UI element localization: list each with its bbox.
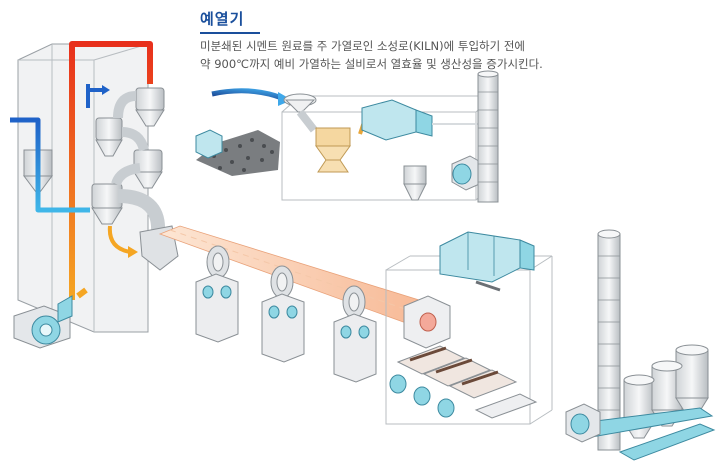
hot-gas-line bbox=[69, 41, 153, 300]
warm-gas-arrow bbox=[107, 225, 131, 254]
cold-gas-line bbox=[10, 117, 90, 213]
silo-fan-icon bbox=[565, 403, 601, 443]
mill-fan-icon bbox=[451, 155, 485, 191]
clinker-cooler bbox=[385, 231, 553, 425]
raw-mill-area bbox=[195, 88, 495, 201]
cooler-fan-unit-icon bbox=[439, 231, 535, 292]
title-underline bbox=[200, 32, 260, 34]
fan-icon bbox=[13, 295, 73, 349]
cooler-fan-icon bbox=[389, 374, 455, 418]
description-line-2: 약 900℃까지 예비 가열하는 설비로서 열효율 및 생산성을 증가시킨다. bbox=[200, 57, 543, 71]
chimney-stack-icon bbox=[477, 70, 499, 203]
page-title: 예열기 bbox=[200, 10, 245, 28]
description-line-1: 미분쇄된 시멘트 원료를 주 가열로인 소성로(KILN)에 투입하기 전에 bbox=[200, 39, 526, 53]
cooler-grate bbox=[396, 345, 518, 399]
preheater-tower bbox=[17, 43, 179, 333]
cyclone-icon bbox=[91, 87, 166, 233]
clinker-silos bbox=[565, 229, 716, 461]
raw-material-pile bbox=[196, 130, 280, 176]
separator-icon bbox=[361, 99, 433, 141]
mill-icon bbox=[315, 127, 351, 173]
small-silo-icon bbox=[403, 165, 427, 201]
rotary-kiln bbox=[158, 225, 451, 383]
